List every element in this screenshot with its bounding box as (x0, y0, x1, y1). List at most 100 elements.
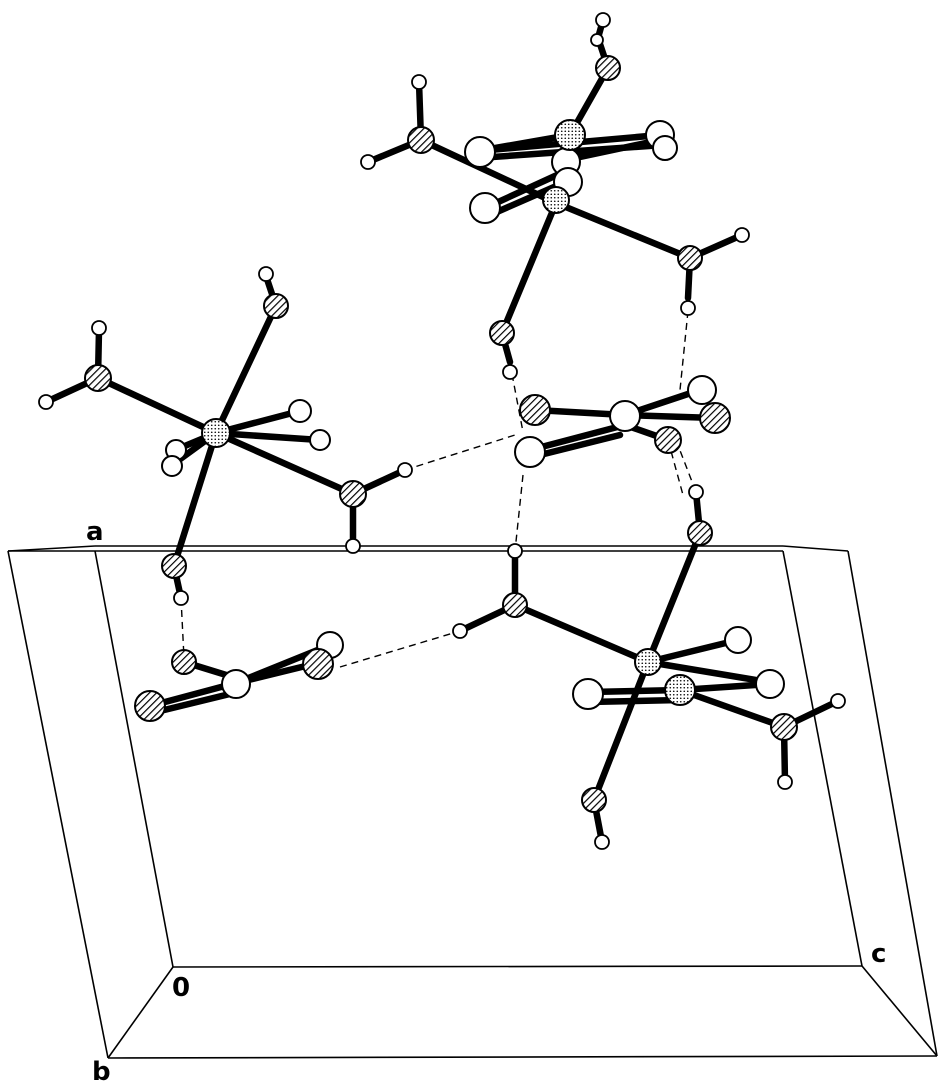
atoms (38, 12, 846, 850)
hydrogen-bond (675, 439, 697, 493)
hydrogen-atoms (38, 12, 846, 850)
bond (644, 529, 704, 666)
ring-atoms (161, 120, 785, 710)
atom (770, 713, 798, 741)
bond (498, 199, 560, 337)
axis-label-origin: 0 (172, 973, 190, 1003)
bond (590, 658, 652, 804)
atom (302, 648, 334, 680)
cell-edge (861, 965, 938, 1057)
cell-edge (94, 550, 174, 968)
cell-edge (847, 550, 938, 1057)
atom (507, 543, 523, 559)
atom (339, 480, 367, 508)
bond (212, 429, 324, 444)
bond (152, 688, 242, 716)
atom (677, 245, 703, 271)
bond (644, 636, 742, 666)
axis-label-b: b (92, 1057, 111, 1084)
bond (562, 136, 664, 164)
atom (288, 399, 312, 423)
atom (464, 136, 496, 168)
atom (572, 678, 604, 710)
bond (94, 374, 220, 437)
atom (161, 553, 187, 579)
covalent-bonds (42, 16, 842, 846)
atom (201, 418, 231, 448)
atom (221, 669, 251, 699)
metal-atoms (201, 119, 696, 706)
hydrogen-bond (667, 439, 684, 496)
atom (590, 33, 604, 47)
atom (634, 648, 662, 676)
hydrogen-bond (679, 310, 689, 391)
cell-edge (107, 1055, 938, 1059)
atom (263, 293, 289, 319)
atom (258, 266, 274, 282)
atom (680, 300, 696, 316)
bond (212, 302, 280, 437)
atom (688, 484, 704, 500)
atom (345, 538, 361, 554)
atom (554, 119, 586, 151)
cell-edge (107, 966, 174, 1059)
atom (171, 649, 197, 675)
atom (411, 74, 427, 90)
hydrogen-bond (339, 630, 461, 668)
hydrogen-bond (511, 373, 524, 433)
atom (397, 462, 413, 478)
atom (514, 436, 546, 468)
atom (734, 227, 750, 243)
atom (161, 455, 183, 477)
atom (699, 402, 731, 434)
atom (360, 154, 376, 170)
atom (654, 426, 682, 454)
axis-label-c: c (871, 939, 886, 969)
atom (173, 590, 189, 606)
atom (595, 55, 621, 81)
bond (552, 199, 694, 262)
cell-edge (782, 550, 863, 967)
atom (664, 674, 696, 706)
bond (676, 686, 788, 731)
atom (38, 394, 54, 410)
atom (830, 693, 846, 709)
atom (91, 320, 107, 336)
atom (519, 394, 551, 426)
atom (594, 834, 610, 850)
atom (609, 400, 641, 432)
atom (724, 626, 752, 654)
atom (502, 364, 518, 380)
atom (755, 669, 785, 699)
atom (469, 192, 501, 224)
cell-edge (7, 545, 96, 552)
atom (687, 520, 713, 546)
hydrogen-bond (514, 474, 524, 552)
hydrogen-bond (404, 434, 516, 471)
bond (170, 429, 220, 570)
atom (502, 592, 528, 618)
atom (489, 320, 515, 346)
cell-edge (172, 965, 863, 968)
atom (452, 623, 468, 639)
bond (511, 601, 652, 666)
bond (212, 429, 357, 498)
cell-edge (782, 545, 849, 552)
hydrogen-bonds (180, 310, 697, 668)
hydrogen-bond (180, 597, 185, 659)
bond (526, 421, 629, 454)
bond (644, 658, 772, 686)
atom (309, 429, 331, 451)
unit-cell (7, 545, 938, 1059)
atom (84, 364, 112, 392)
atom (581, 787, 607, 813)
axis-label-a: a (86, 517, 104, 547)
cell-edge (7, 550, 109, 1059)
atom (777, 774, 793, 790)
atom (542, 186, 570, 214)
atom (595, 12, 611, 28)
atom (134, 690, 166, 722)
atom (407, 126, 435, 154)
bond (584, 696, 684, 706)
